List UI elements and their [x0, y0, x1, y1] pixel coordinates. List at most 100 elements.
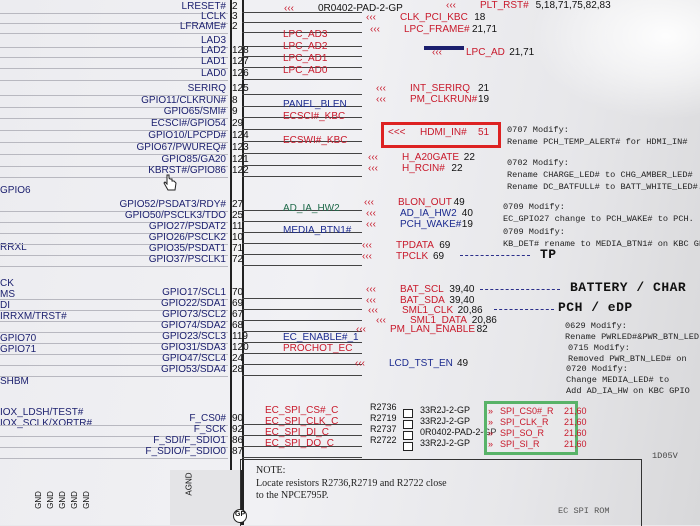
note-line: Add AD_IA_HW on KBC GPIO	[566, 386, 690, 396]
outer-net-label: SML1_DATA	[410, 315, 467, 326]
row-divider	[0, 343, 228, 344]
net-chevrons: ‹‹‹	[366, 208, 376, 219]
row-divider	[0, 310, 228, 311]
note-line2: to the NPCE795P.	[256, 490, 329, 501]
pin-name: SERIRQ	[187, 83, 226, 94]
pin-name: GPIO47/SCL4	[162, 353, 226, 364]
pin-wire	[242, 117, 362, 118]
pin-name: GPIO65/SMI#	[163, 106, 226, 117]
gnd-label: GND	[81, 491, 91, 509]
pin-number: 124	[232, 130, 249, 141]
outer-net-ref: 40	[461, 208, 473, 219]
pin-name: F_SCK	[193, 424, 226, 435]
resistor-body	[403, 420, 413, 429]
row-divider	[0, 130, 228, 131]
row-divider	[0, 255, 228, 256]
note-line: 0709 Modify:	[503, 202, 565, 212]
pin-number: 72	[232, 254, 244, 265]
pin-name: ECSCI#/GPIO54	[150, 118, 226, 129]
note-line: Rename CHARGE_LED# to CHG_AMBER_LED#	[507, 170, 693, 180]
pin-wire	[242, 79, 362, 80]
pin-number: 86	[232, 435, 244, 446]
pin-number: 28	[232, 364, 244, 375]
spi-output-box[interactable]	[484, 401, 578, 455]
outer-net-ref: 49	[457, 358, 469, 369]
chip-lower-area	[170, 470, 242, 525]
gp-label: GP	[235, 511, 246, 518]
light-glare	[530, 0, 700, 120]
row-divider	[0, 80, 228, 81]
note-line: Change MEDIA_LED# to	[566, 375, 670, 385]
outer-net-label: H_A20GATE	[402, 152, 460, 163]
spi-chevrons: »	[488, 406, 494, 416]
outer-net-ref: 22	[463, 152, 475, 163]
pin-wire	[242, 129, 362, 130]
outer-net-ref: 22	[451, 163, 463, 174]
row-divider	[0, 211, 228, 212]
resistor-body	[403, 409, 413, 418]
pin-name: GPIO67/PWUREQ#	[136, 142, 226, 153]
row-divider	[0, 154, 228, 155]
gnd-label: GND	[45, 491, 55, 509]
pin-number: 27	[232, 199, 244, 210]
hdmi-highlight-box[interactable]	[381, 122, 501, 148]
pin-number: 2	[232, 1, 238, 12]
pin-name: GPIO53/SDA4	[160, 364, 226, 375]
pin-number: 87	[232, 446, 244, 457]
pin-name: GPIO22/SDA1	[160, 298, 226, 309]
hdmi-arrows: <<<	[388, 127, 406, 138]
pin-wire	[242, 243, 362, 244]
outer-net-label: INT_SERIRQ	[410, 83, 471, 94]
note-line: KB_DET# rename to MEDIA_BTN1# on KBC GPI	[503, 239, 700, 249]
net-chevrons: ‹‹‹	[362, 251, 372, 262]
note-line: Removed PWR_BTN_LED# on	[568, 354, 687, 364]
outer-net-label: BAT_SCL	[400, 284, 444, 295]
pin-number: 68	[232, 320, 244, 331]
net-chevrons: ‹‹‹	[368, 152, 378, 163]
pin-name: KBRST#/GPIO86	[148, 165, 226, 176]
inner-net-label: LPC_AD3	[283, 29, 328, 40]
note-line: 0707 Modify:	[507, 125, 569, 135]
resistor-part: 33R2J-2-GP	[420, 405, 471, 415]
row-divider	[0, 13, 228, 14]
outer-net-label: CLK_PCI_KBC	[400, 12, 468, 23]
outer-net-label: BLON_OUT	[398, 197, 452, 208]
hdmi-ref: 51	[478, 127, 490, 138]
pin-name: GPIO17/SCL1	[162, 287, 226, 298]
tp-arrow	[460, 255, 530, 256]
inner-net-label: MEDIA_BTN1#	[283, 225, 352, 236]
note-line1: Locate resistors R2736,R2719 and R2722 c…	[256, 478, 447, 489]
net-chevrons: ‹‹‹	[376, 315, 386, 326]
row-divider	[0, 33, 228, 34]
spi-net-label: SPI_SO_R	[500, 428, 545, 438]
row-divider	[0, 354, 228, 355]
net-chevrons: ‹‹‹	[376, 94, 386, 105]
pin-number: 71	[232, 243, 244, 254]
page-code: 1D05V	[652, 451, 678, 461]
pin-name: GPIO27/PSDAT2	[148, 221, 226, 232]
net-chevrons: ‹‹‹	[368, 163, 378, 174]
pin-name: LAD1	[200, 56, 226, 67]
pin-wire	[242, 320, 362, 321]
pin-number: 123	[232, 142, 249, 153]
left-edge-label: IOX_SCLK/XORTR#	[0, 418, 93, 429]
resistor-ref: R2736	[370, 402, 397, 412]
inner-net-label: AD_IA_HW2	[283, 203, 340, 214]
pin-name: LCLK	[200, 11, 226, 22]
pin-wire	[242, 435, 362, 436]
note-line: EC_GPIO27 change to PCH_WAKE# to PCH.	[503, 214, 694, 224]
pin-number: 125	[232, 83, 249, 94]
net-chevrons: ‹‹‹	[284, 3, 294, 14]
outer-net-ref: 21,71	[472, 24, 498, 35]
pin-number: 92	[232, 424, 244, 435]
pin-wire	[242, 364, 362, 365]
pin-wire	[242, 342, 362, 343]
pin-number: 121	[232, 154, 249, 165]
outer-net-ref: 19	[478, 94, 490, 105]
net-chevrons: ‹‹‹	[368, 305, 378, 316]
note-line: 0709 Modify:	[503, 227, 565, 237]
outer-net-label: AD_IA_HW2	[400, 208, 457, 219]
pin-name: GPIO26/PSCLK2	[148, 232, 226, 243]
net-chevrons: ‹‹‹	[366, 284, 376, 295]
lpc-bus-line	[424, 46, 464, 50]
